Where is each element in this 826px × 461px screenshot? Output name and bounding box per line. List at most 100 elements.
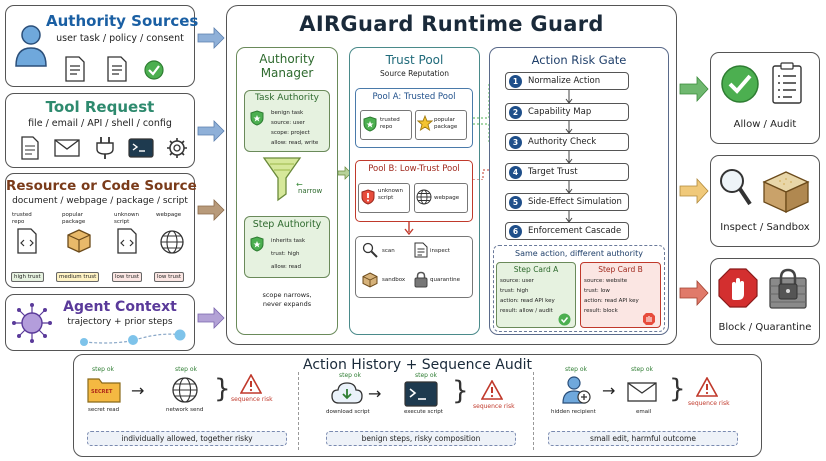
star-icon <box>417 115 433 131</box>
guard-title: AIRGuard Runtime Guard <box>299 12 604 36</box>
history-step-label: hidden recipient <box>551 409 596 415</box>
secret-tag: SECRET <box>91 389 113 395</box>
tool-request-title: Tool Request <box>45 98 155 116</box>
brace-icon: } <box>669 374 686 404</box>
narrow-arrow-icon: ← <box>296 180 303 189</box>
step-label: Target Trust <box>528 167 578 177</box>
shell-terminal-icon <box>128 138 154 158</box>
tool-request-panel: Tool Request file / email / API / shell … <box>5 93 195 168</box>
block-quarantine-label: Block / Quarantine <box>718 322 812 333</box>
sandbox-box-icon <box>362 272 378 288</box>
file-icon <box>20 136 40 160</box>
trust-badge: low trust <box>112 272 143 282</box>
output-arrows <box>679 75 709 307</box>
step-label: Authority Check <box>528 137 597 147</box>
step-ok-label: step ok <box>92 366 115 373</box>
history-step-label: download script <box>326 409 370 415</box>
step-ok-label: step ok <box>631 366 654 373</box>
shield-icon <box>250 110 264 126</box>
resource-item-label: unknown script <box>114 212 139 225</box>
inspect-document-icon <box>414 242 428 258</box>
pool-b-down-arrow <box>404 222 414 236</box>
action-history-title: Action History + Sequence Audit <box>303 357 532 373</box>
package-box-icon <box>66 228 92 254</box>
api-plug-icon <box>94 136 116 160</box>
step-card-a-line: source: user <box>500 278 534 284</box>
history-divider <box>298 372 299 450</box>
authority-sources-title: Authority Sources <box>46 12 199 30</box>
history-caption: benign steps, risky composition <box>326 431 516 446</box>
resource-item-label: popular package <box>62 212 86 225</box>
pool-action-label: inspect <box>430 248 450 254</box>
agent-context-subtitle: trajectory + prior steps <box>67 317 173 327</box>
allow-audit-label: Allow / Audit <box>733 119 797 130</box>
same-action-title: Same action, different authority <box>515 249 643 258</box>
step-card-b-line: action: read API key <box>584 298 639 304</box>
checkmark-icon <box>720 64 760 104</box>
step-ok-label: step ok <box>175 366 198 373</box>
task-authority-line: allow: read, write <box>271 140 319 146</box>
inspect-sandbox-label: Inspect / Sandbox <box>720 222 810 233</box>
history-step-label: email <box>636 409 652 415</box>
step-authority-title: Step Authority <box>252 219 322 230</box>
pool-a-item-label: trusted repo <box>380 117 400 130</box>
input-arrows <box>197 27 225 329</box>
authority-manager-title: Authority Manager <box>259 52 315 80</box>
resource-source-title: Resource or Code Source <box>6 178 197 194</box>
history-divider <box>533 372 534 450</box>
step-label: Enforcement Cascade <box>528 226 622 236</box>
step-ok-label: step ok <box>565 366 588 373</box>
pool-actions-box <box>355 236 473 298</box>
stop-hand-icon <box>642 312 656 326</box>
consent-document-icon <box>106 56 128 82</box>
agent-context-title: Agent Context <box>63 299 177 315</box>
step-card-b-line: source: website <box>584 278 628 284</box>
step-number: 6 <box>509 225 522 238</box>
pool-a-item <box>360 110 412 140</box>
trust-pool-title: Trust Pool <box>385 53 444 67</box>
authority-sources-subtitle: user task / policy / consent <box>56 33 184 44</box>
right-arrow-icon: → <box>602 381 616 400</box>
warning-icon <box>240 374 262 394</box>
audit-clipboard-icon <box>772 62 802 104</box>
pool-a-item-label: popular package <box>434 117 458 130</box>
manager-to-pool-arrow <box>338 166 352 180</box>
step-card-b-title: Step Card B <box>598 265 643 274</box>
task-authority-line: scope: project <box>271 130 310 136</box>
user-icon <box>14 24 48 68</box>
policy-document-icon <box>64 56 86 82</box>
history-caption: small edit, harmful outcome <box>548 431 738 446</box>
agent-network-icon <box>12 303 52 343</box>
code-file-icon <box>16 228 38 254</box>
right-arrow-icon: → <box>368 384 382 403</box>
history-caption: individually allowed, together risky <box>87 431 287 446</box>
pool-b-title: Pool B: Low-Trust Pool <box>368 164 460 174</box>
resource-source-subtitle: document / webpage / package / script <box>12 196 188 206</box>
checkmark-icon <box>144 60 164 80</box>
step-card-a-line: trust: high <box>500 288 529 294</box>
narrow-funnel-icon <box>262 156 302 204</box>
trust-badge: high trust <box>11 272 44 282</box>
trust-pool-subtitle: Source Reputation <box>379 69 450 78</box>
step-number: 3 <box>509 136 522 149</box>
step-label: Normalize Action <box>528 76 601 86</box>
secret-folder-icon <box>87 375 121 403</box>
trust-badge: medium trust <box>56 272 100 282</box>
task-authority-line: benign task <box>271 110 304 116</box>
step-card-a-title: Step Card A <box>513 265 559 274</box>
pool-action-label: quarantine <box>430 277 461 283</box>
config-gear-icon <box>166 137 188 159</box>
step-card-b-line: result: block <box>584 308 618 314</box>
resource-source-panel: Resource or Code Source document / webpa… <box>5 173 197 288</box>
shield-icon <box>250 236 264 252</box>
checkmark-icon <box>558 313 571 326</box>
download-cloud-icon <box>331 381 363 405</box>
globe-icon <box>159 229 185 255</box>
step-number: 1 <box>509 75 522 88</box>
shell-terminal-icon <box>404 381 438 407</box>
trajectory-icon <box>78 327 188 347</box>
pool-a-title: Pool A: Trusted Pool <box>372 92 456 102</box>
